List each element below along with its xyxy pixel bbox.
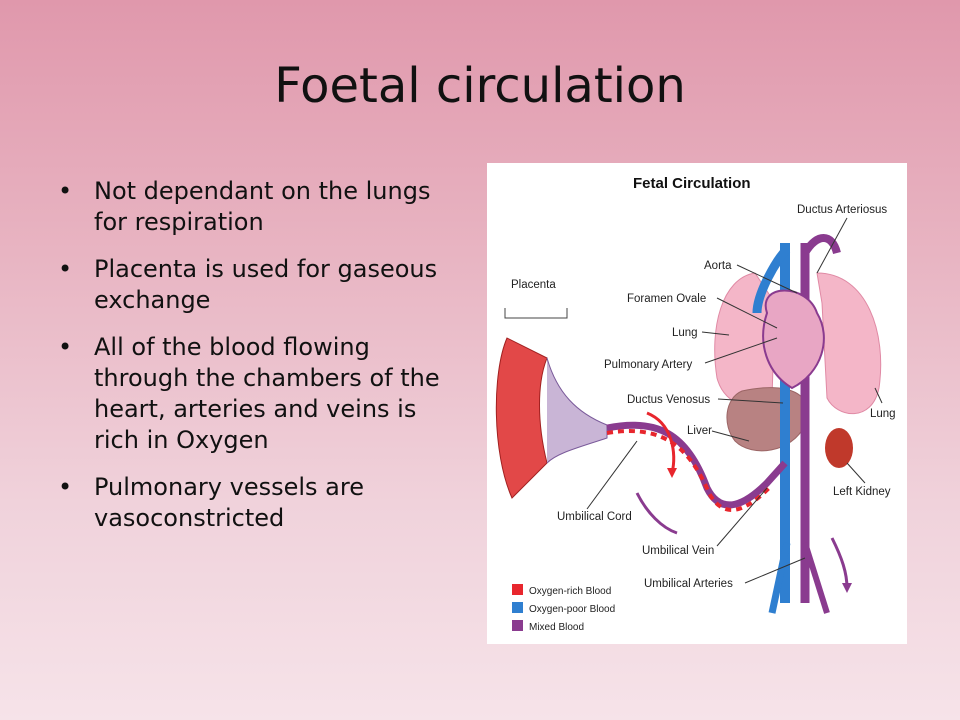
bullet-text: Not dependant on the lungs for respirati… <box>94 177 431 236</box>
placenta-shape <box>495 337 548 499</box>
bullet-item: • Not dependant on the lungs for respirat… <box>58 176 468 238</box>
bullet-dot-icon: • <box>58 473 73 501</box>
bullet-item: • Pulmonary vessels are vasoconstricted <box>58 472 468 534</box>
leader-line <box>816 217 848 274</box>
label-liver: Liver <box>687 425 712 437</box>
leader-line <box>736 264 798 294</box>
bullet-dot-icon: • <box>58 177 73 205</box>
leader-line <box>874 387 883 404</box>
bullet-item: • Placenta is used for gaseous exchange <box>58 254 468 316</box>
arrowhead-purple-icon <box>842 583 852 593</box>
fetal-circulation-diagram: Fetal Circulation Ductus Arteri <box>495 175 896 633</box>
umbilical-vein-vessel <box>606 429 771 512</box>
right-lung-shape <box>816 272 882 415</box>
flow-arrow-purple <box>635 492 678 535</box>
placenta-bracket <box>504 308 568 319</box>
kidney-shape <box>825 428 853 468</box>
label-umbilical-vein: Umbilical Vein <box>642 545 714 557</box>
iliac-vein <box>768 542 791 614</box>
leader-line <box>711 430 750 442</box>
leader-line <box>586 440 638 510</box>
label-umbilical-cord: Umbilical Cord <box>557 511 632 523</box>
bullet-list: • Not dependant on the lungs for respirat… <box>58 176 468 550</box>
legend-swatch-oxygen-poor <box>512 602 523 613</box>
label-lung-right: Lung <box>870 408 896 420</box>
legend-swatch-oxygen-rich <box>512 584 523 595</box>
label-umbilical-arteries: Umbilical Arteries <box>644 578 733 590</box>
label-left-kidney: Left Kidney <box>833 486 891 498</box>
label-aorta: Aorta <box>704 260 732 272</box>
leader-line <box>701 331 730 336</box>
bullet-dot-icon: • <box>58 333 73 361</box>
bullet-text: All of the blood flowing through the cha… <box>94 333 440 454</box>
placenta-vessels <box>546 357 608 464</box>
legend-label-oxygen-rich: Oxygen-rich Blood <box>529 586 611 597</box>
bullet-dot-icon: • <box>58 255 73 283</box>
bullet-text: Pulmonary vessels are vasoconstricted <box>94 473 364 532</box>
iliac-artery <box>802 542 830 614</box>
label-ductus-venosus: Ductus Venosus <box>627 394 710 406</box>
figure-title: Fetal Circulation <box>633 175 751 192</box>
arrowhead-red-icon <box>667 468 677 478</box>
label-lung-left: Lung <box>672 327 698 339</box>
legend-label-oxygen-poor: Oxygen-poor Blood <box>529 604 615 615</box>
label-placenta: Placenta <box>511 279 556 291</box>
leader-line <box>716 487 768 547</box>
liver-shape <box>726 387 809 452</box>
leader-line <box>846 462 866 484</box>
heart-shape <box>762 289 825 390</box>
label-foramen-ovale: Foramen Ovale <box>627 293 706 305</box>
label-pulmonary-artery: Pulmonary Artery <box>604 359 692 371</box>
pulmonary-trunk <box>752 245 791 314</box>
leader-line <box>717 398 784 404</box>
leader-line <box>744 557 806 584</box>
bullet-text: Placenta is used for gaseous exchange <box>94 255 438 314</box>
aortic-arch <box>801 234 841 256</box>
label-ductus-arteriosus: Ductus Arteriosus <box>797 204 887 216</box>
slide-title: Foetal circulation <box>274 58 686 114</box>
bullet-item: • All of the blood flowing through the ch… <box>58 332 468 456</box>
leader-line <box>716 297 778 329</box>
legend-label-mixed: Mixed Blood <box>529 622 584 633</box>
leader-line <box>704 337 778 364</box>
fetal-circulation-figure: Fetal Circulation Ductus Arteri <box>487 163 907 644</box>
flow-arrow-red <box>646 411 676 474</box>
legend-swatch-mixed <box>512 620 523 631</box>
flow-arrow-purple-right <box>830 537 849 589</box>
